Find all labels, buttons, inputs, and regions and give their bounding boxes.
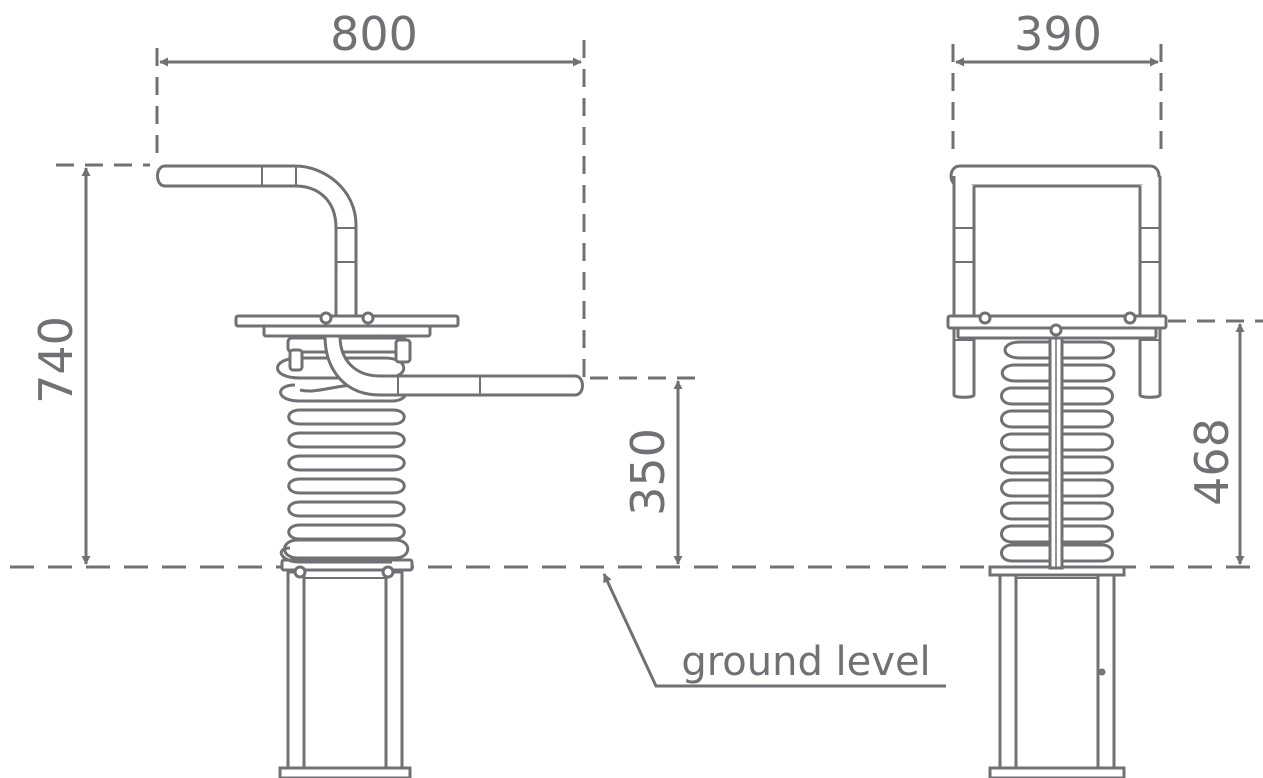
ground-level-label: ground level <box>681 639 930 685</box>
ground-leader <box>602 573 946 688</box>
extension-lines <box>56 40 1263 380</box>
side-footrest <box>323 334 584 397</box>
dimension-labels: 800 390 740 350 468 ground level <box>29 7 1239 685</box>
dim-label-350: 350 <box>621 428 675 516</box>
side-post <box>278 570 412 778</box>
front-spring <box>1000 340 1116 563</box>
side-view <box>156 164 584 778</box>
front-post <box>988 565 1126 778</box>
front-shaft <box>1048 334 1064 570</box>
front-handle-frame <box>949 164 1162 399</box>
front-view <box>946 164 1168 778</box>
dim-label-740: 740 <box>29 316 83 404</box>
front-seat-plate <box>946 311 1168 340</box>
side-upper-handle <box>156 164 358 318</box>
dim-label-800: 800 <box>330 7 418 61</box>
dim-label-390: 390 <box>1014 7 1102 61</box>
dimension-lines <box>56 40 1263 688</box>
side-spring-top <box>286 336 412 372</box>
dim-label-468: 468 <box>1185 418 1239 506</box>
